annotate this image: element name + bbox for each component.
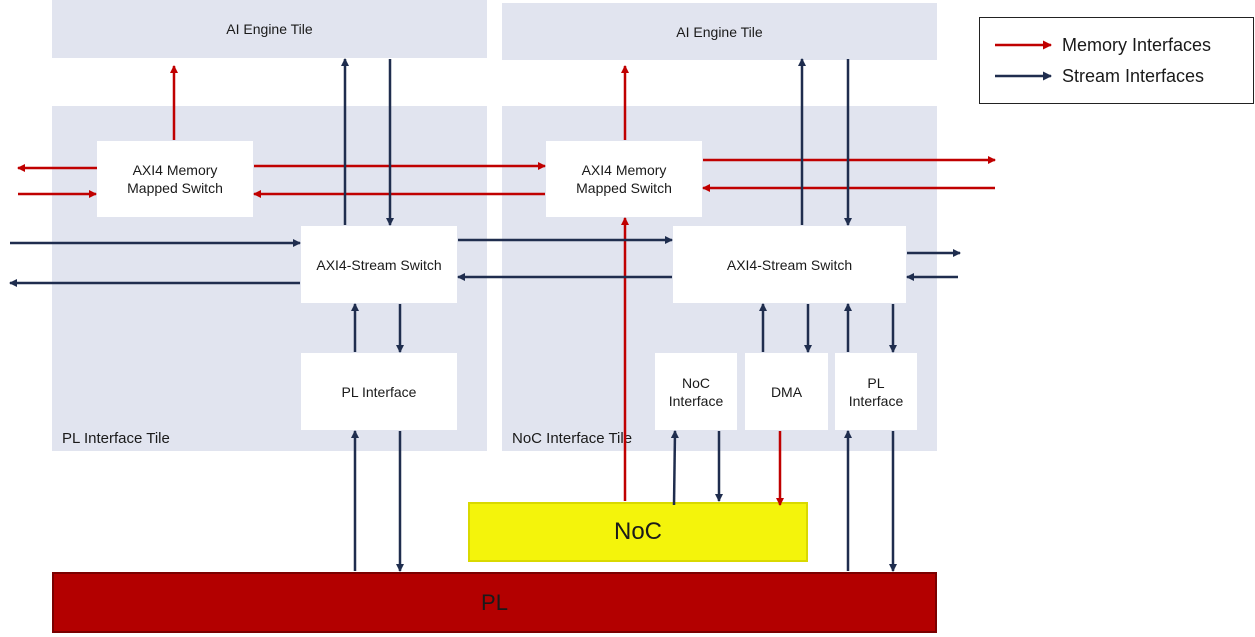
pl-interface-right: PL Interface bbox=[835, 353, 917, 430]
legend: Memory Interfaces Stream Interfaces bbox=[979, 17, 1254, 104]
noc-block: NoC bbox=[468, 502, 808, 562]
ai-engine-tile-left bbox=[52, 0, 487, 58]
axi4-mm-switch-left: AXI4 Memory Mapped Switch bbox=[97, 141, 253, 217]
noc-interface-block: NoC Interface bbox=[655, 353, 737, 430]
legend-stream-label: Stream Interfaces bbox=[1062, 66, 1205, 86]
pl-block: PL bbox=[52, 572, 937, 633]
ai-engine-tile-right bbox=[502, 3, 937, 60]
axi4-stream-switch-right: AXI4-Stream Switch bbox=[673, 226, 906, 303]
legend-swatches bbox=[995, 40, 1052, 81]
axi4-stream-switch-left: AXI4-Stream Switch bbox=[301, 226, 457, 303]
dma-block: DMA bbox=[745, 353, 828, 430]
stream-arrow-noc-to-nocif bbox=[670, 430, 679, 506]
axi4-mm-switch-right: AXI4 Memory Mapped Switch bbox=[546, 141, 702, 217]
pl-interface-left: PL Interface bbox=[301, 353, 457, 430]
legend-memory-label: Memory Interfaces bbox=[1062, 35, 1212, 55]
noc-interface-tile-title: NoC Interface Tile bbox=[512, 430, 633, 447]
ai-engine-tile-left-title: AI Engine Tile bbox=[226, 21, 313, 37]
pl-interface-tile-title: PL Interface Tile bbox=[62, 430, 170, 447]
ai-engine-tile-right-title: AI Engine Tile bbox=[676, 24, 763, 40]
